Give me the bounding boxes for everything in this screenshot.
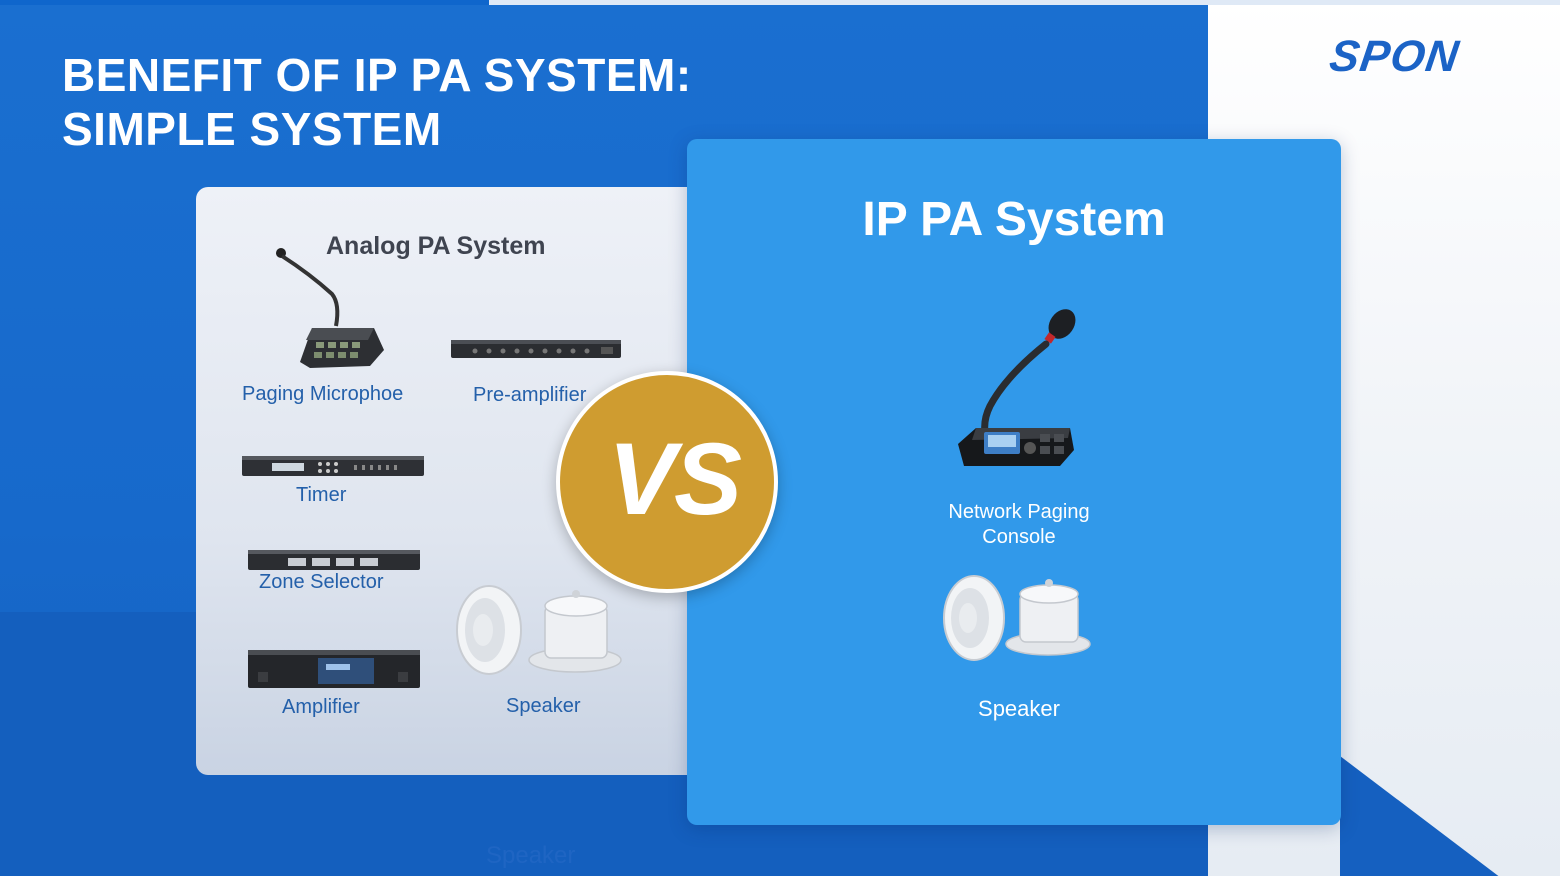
network-paging-console-icon: [958, 309, 1076, 466]
title-line-2: SIMPLE SYSTEM: [62, 103, 442, 155]
title-line-1: BENEFIT OF IP PA SYSTEM:: [62, 49, 692, 101]
pre-amplifier-icon: [451, 340, 621, 358]
analog-speaker-icon: [456, 585, 622, 675]
zone-selector-label: Zone Selector: [259, 571, 384, 593]
paging-microphone-icon: [276, 248, 384, 368]
faded-speaker-text: Speaker: [486, 842, 576, 869]
slide-title: BENEFIT OF IP PA SYSTEM: SIMPLE SYSTEM: [62, 48, 692, 156]
ip-system-panel: [687, 139, 1341, 825]
timer-icon: [242, 456, 424, 476]
network-paging-console-label: Network Paging Console: [889, 500, 1149, 550]
amplifier-label: Amplifier: [282, 696, 360, 718]
top-strip: [0, 0, 1560, 5]
timer-label: Timer: [296, 484, 347, 506]
paging-microphone-label: Paging Microphoe: [242, 383, 404, 405]
ip-system-title: IP PA System: [862, 193, 1166, 246]
zone-selector-icon: [248, 550, 420, 570]
analog-speaker-label: Speaker: [506, 695, 581, 717]
vs-text: VS: [607, 422, 742, 536]
vs-badge: [556, 371, 778, 593]
amplifier-icon: [248, 650, 420, 688]
pre-amplifier-label: Pre-amplifier: [473, 384, 587, 406]
console-label-line-2: Console: [982, 526, 1056, 548]
console-label-line-1: Network Paging: [948, 501, 1090, 523]
ip-speaker-icon: [943, 575, 1091, 661]
spon-logo: SPON: [1326, 32, 1463, 81]
analog-system-title: Analog PA System: [326, 232, 546, 260]
ip-speaker-label: Speaker: [978, 696, 1060, 721]
